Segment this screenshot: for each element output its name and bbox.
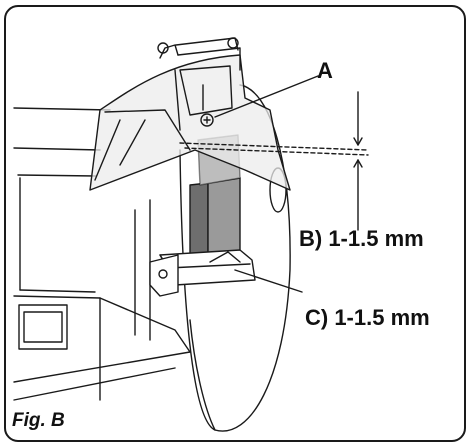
figure-caption: Fig. B <box>12 410 65 431</box>
label-b-gap: B) 1-1.5 mm <box>299 226 424 251</box>
leader-lines <box>179 75 369 293</box>
control-panel <box>18 304 68 350</box>
label-a: A <box>317 58 333 83</box>
label-c-gap: C) 1-1.5 mm <box>305 305 430 330</box>
tool-rest <box>149 249 256 297</box>
spark-guard <box>89 37 291 191</box>
